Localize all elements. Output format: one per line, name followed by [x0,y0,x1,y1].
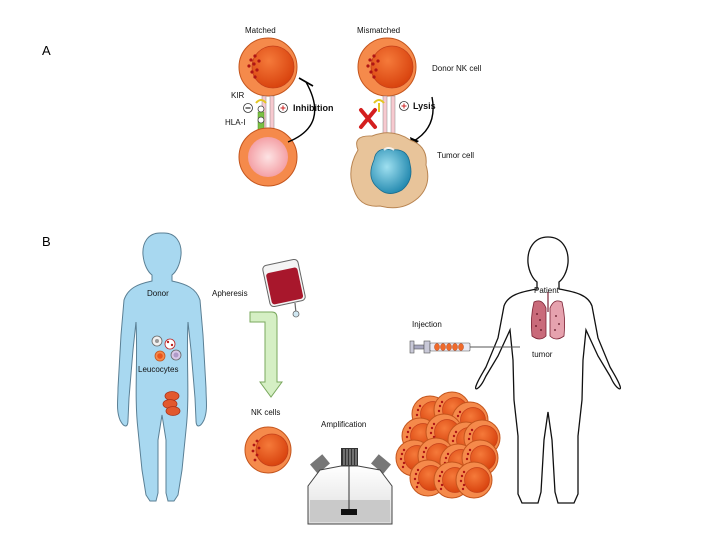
panel-label-a: A [42,43,51,58]
signal-plus-mismatched [399,101,409,111]
label-inhibition: Inhibition [293,103,334,113]
label-amplification: Amplification [321,420,367,429]
signal-plus-matched [278,103,288,113]
label-nk-cells: NK cells [251,408,281,417]
syringe-icon [409,340,520,354]
label-injection: Injection [412,320,442,329]
label-matched: Matched [245,26,276,35]
label-lysis: Lysis [413,101,436,111]
matched-nk-cell [238,37,298,97]
label-leucocytes: Leucocytes [138,365,179,374]
inhibition-arrow [287,77,316,143]
label-apheresis: Apheresis [212,289,248,298]
expanded-nk-cells [395,391,501,499]
kir-hla-synapse [255,95,275,135]
expanded-nk-cell [455,461,493,499]
label-kir: KIR [231,91,245,100]
patient-body [474,236,622,504]
matched-target-cell [238,127,298,187]
label-hla-i: HLA-I [225,118,246,127]
donor-body [117,232,207,502]
label-tumor-cell: Tumor cell [437,151,475,160]
blood-bag-icon [262,258,306,318]
label-donor: Donor [147,289,169,298]
culture-flask-icon [307,448,393,525]
label-mismatched: Mismatched [357,26,401,35]
no-binding-cross-icon [359,108,377,129]
label-donor-nk-cell: Donor NK cell [432,64,482,73]
label-patient: Patient [534,286,559,295]
signal-minus [243,103,253,113]
tumor-cell [350,132,429,209]
mismatched-nk-cell [357,37,417,97]
panel-label-b: B [42,234,51,249]
red-blood-cells [162,391,181,416]
leucocytes [151,335,182,362]
activating-receptor [373,95,396,137]
nk-cell-single [244,426,292,474]
green-flow-arrow [249,311,283,398]
label-tumor: tumor [532,350,553,359]
lungs-icon [530,292,566,340]
